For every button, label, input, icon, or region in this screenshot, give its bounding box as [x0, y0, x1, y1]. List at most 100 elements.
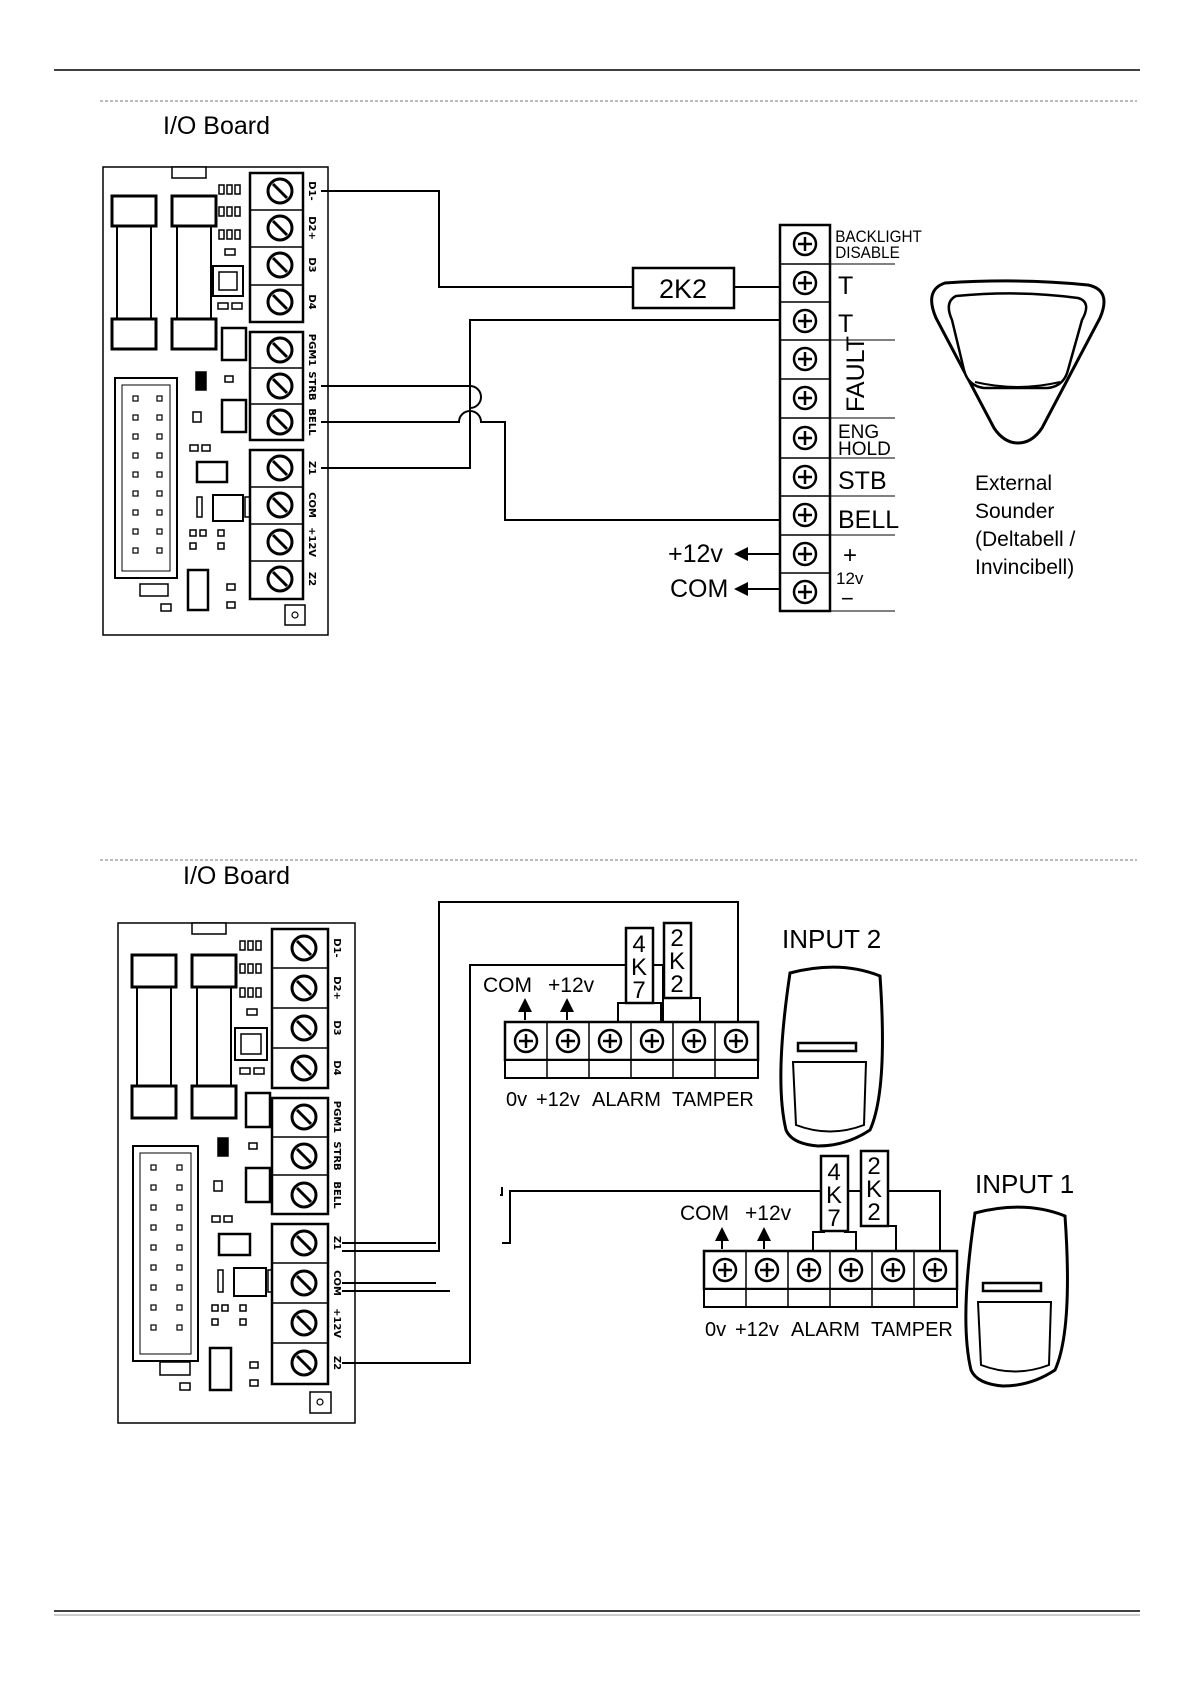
screw-icon — [796, 1257, 822, 1283]
screw-icon — [681, 1028, 707, 1054]
board2-pin-labels: D1- D2+ D3 D4 PGM1 STRB BELL Z1 COM +12V… — [331, 938, 342, 1370]
io-board-1: D1- D2+ D3 D4 PGM1 STRB BELL Z1 COM +12V… — [102, 166, 329, 636]
resistor-char: 7 — [827, 1205, 840, 1232]
screw-icon — [266, 565, 294, 593]
sounder-terminal-strip: BACKLIGHT DISABLE T T FAULT ENG HOLD STB… — [778, 223, 922, 613]
caption-line: External — [975, 472, 1052, 495]
screw-icon — [266, 491, 294, 519]
diagram-2: I/O Board — [117, 862, 1074, 1424]
pir-sensor-icon — [779, 965, 884, 1148]
terminal-label: DISABLE — [835, 243, 900, 262]
screw-icon — [290, 1103, 318, 1131]
pin-label: D2+ — [331, 976, 342, 1000]
pin-label: Z2 — [331, 1356, 342, 1370]
resistor-4k7: 4 K 7 — [617, 926, 662, 1022]
resistor-2k2: 2 K 2 — [859, 1149, 897, 1251]
screw-icon — [792, 385, 818, 411]
screw-icon — [266, 251, 294, 279]
board1-terminal-blocks — [248, 171, 306, 626]
screw-icon — [513, 1028, 539, 1054]
screw-icon — [290, 1142, 318, 1170]
screw-icon — [290, 1349, 318, 1377]
terminal-label: TAMPER — [672, 1089, 754, 1111]
pin-label: D4 — [331, 1060, 342, 1075]
screw-icon — [880, 1257, 906, 1283]
resistor-char: K — [866, 1176, 882, 1203]
screw-icon — [266, 177, 294, 205]
input1-12v-label: +12v — [745, 1202, 792, 1225]
resistor-2k2: 2K2 — [631, 266, 736, 310]
resistor-char: 2 — [867, 1199, 880, 1226]
arrow-icon — [734, 547, 748, 596]
pin-label: +12V — [306, 527, 317, 557]
screw-icon — [712, 1257, 738, 1283]
pir-sensor-icon — [964, 1205, 1069, 1388]
screw-icon — [266, 372, 294, 400]
screw-icon — [597, 1028, 623, 1054]
io-board-2: D1- D2+ D3 D4 PGM1 STRB BELL Z1 COM +12V… — [117, 922, 356, 1424]
pin-label: STRB — [331, 1141, 342, 1170]
pin-label: +12V — [331, 1308, 342, 1338]
resistor-char: 7 — [632, 977, 645, 1004]
board-components — [159, 940, 274, 1392]
pin-label: D2+ — [306, 216, 317, 240]
terminal-label: STB — [838, 467, 887, 495]
screw-icon — [290, 1229, 318, 1257]
resistor-char: 4 — [632, 931, 645, 958]
screw-icon — [723, 1028, 749, 1054]
terminal-label: ALARM — [592, 1089, 661, 1111]
resistor-char: K — [826, 1182, 842, 1209]
screw-icon — [792, 502, 818, 528]
screw-icon — [290, 1014, 318, 1042]
pin-label: BELL — [331, 1181, 342, 1209]
terminal-label: ALARM — [791, 1319, 860, 1341]
screw-icon — [290, 1309, 318, 1337]
resistor-label: 2K2 — [659, 274, 707, 304]
screw-icon — [555, 1028, 581, 1054]
terminal-label: + — [843, 542, 857, 569]
screw-icon — [290, 1181, 318, 1209]
terminal-label: +12v — [735, 1319, 779, 1341]
supply-com-label: COM — [670, 575, 728, 603]
screw-icon — [792, 270, 818, 296]
screw-icon — [266, 528, 294, 556]
board1-pin-labels: D1- D2+ D3 D4 PGM1 STRB BELL Z1 COM +12V… — [306, 181, 317, 586]
ribbon-header-icon — [114, 377, 178, 579]
screw-icon — [792, 346, 818, 372]
fuse-icon — [130, 953, 238, 1120]
board-components — [139, 184, 251, 612]
pin-label: Z1 — [331, 1236, 342, 1250]
pin-label: Z2 — [306, 572, 317, 586]
screw-icon — [792, 308, 818, 334]
board2-terminal-blocks — [270, 927, 332, 1414]
screw-icon — [792, 231, 818, 257]
terminal-label: T — [838, 272, 853, 300]
terminal-label: BELL — [838, 506, 899, 534]
pin-label: D3 — [331, 1020, 342, 1035]
pin-label: BELL — [306, 408, 317, 436]
terminal-label: 12v — [836, 569, 864, 588]
diagram1-wiring — [321, 190, 780, 590]
screw-icon — [792, 541, 818, 567]
caption-line: Invincibell) — [975, 556, 1074, 579]
pin-label: D4 — [306, 294, 317, 309]
screw-icon — [266, 288, 294, 316]
screw-icon — [290, 1269, 318, 1297]
pin-label: STRB — [306, 371, 317, 400]
screw-icon — [639, 1028, 665, 1054]
screw-icon — [266, 408, 294, 436]
resistor-char: 2 — [670, 971, 683, 998]
input2-terminal-strip — [503, 1020, 760, 1079]
arrow-icon — [715, 1227, 771, 1249]
input1-terminal-strip — [702, 1249, 959, 1308]
input2-com-label: COM — [483, 974, 532, 997]
diagram1-title: I/O Board — [163, 112, 270, 140]
resistor-char: K — [631, 954, 647, 981]
terminal-label: 0v — [705, 1319, 726, 1341]
screw-icon — [290, 934, 318, 962]
screw-icon — [792, 579, 818, 605]
screw-icon — [266, 214, 294, 242]
caption-line: Sounder — [975, 500, 1054, 523]
terminal-label: HOLD — [838, 439, 891, 460]
